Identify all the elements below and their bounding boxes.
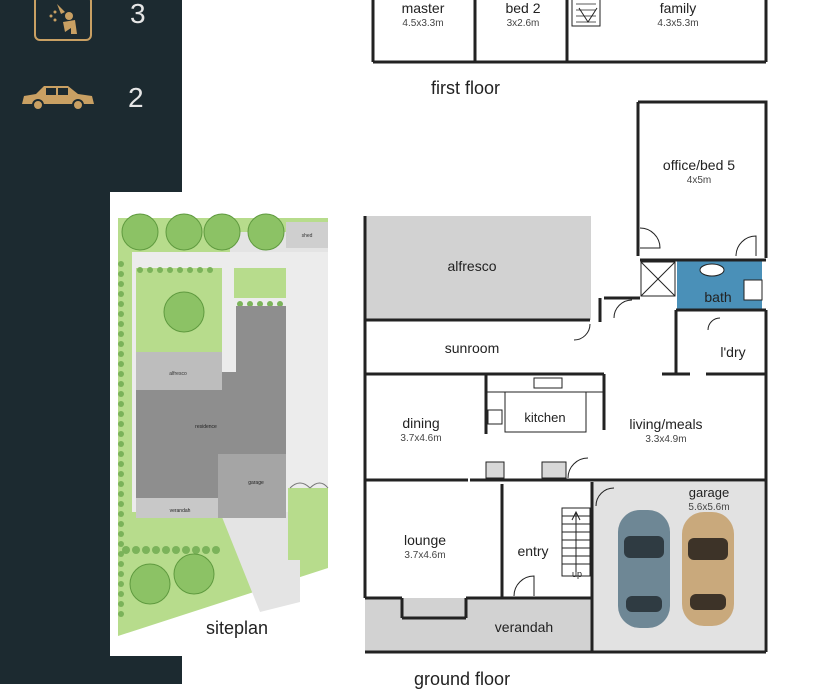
trees <box>121 213 285 605</box>
carspaces-count: 2 <box>128 82 144 113</box>
room-living: living/meals 3.3x4.9m <box>610 416 722 445</box>
room-kitchen: kitchen <box>512 410 578 425</box>
room-laundry: l'dry <box>712 344 754 360</box>
first-floor-title: first floor <box>431 78 501 98</box>
garage-label: garage <box>248 480 264 486</box>
bathrooms-count: 3 <box>130 0 146 29</box>
verandah-roof <box>136 498 218 518</box>
stairs <box>561 507 591 577</box>
alfresco-label: alfresco <box>169 371 187 377</box>
room-dining-dim: 3.7x4.6m <box>400 433 442 444</box>
room-bed2-dim: 3x2.6m <box>506 18 540 29</box>
shower-icon <box>34 0 92 41</box>
room-family-dim: 4.3x5.3m <box>657 18 699 29</box>
room-lounge-dim: 3.7x4.6m <box>404 550 446 561</box>
room-garage-name: garage <box>688 485 730 500</box>
room-lounge: lounge 3.7x4.6m <box>390 532 460 561</box>
room-family-name: family <box>659 0 697 16</box>
car-icon <box>22 86 94 111</box>
stairs-up-label: up <box>566 569 588 579</box>
room-office-dim: 4x5m <box>686 175 712 186</box>
room-bed2: bed 2 3x2.6m <box>480 0 566 29</box>
siteplan-drawing: shed alfresco residence garage verandah <box>118 213 329 636</box>
room-alfresco-name: alfresco <box>447 258 497 274</box>
siteplan-card: shed alfresco residence garage verandah … <box>110 192 342 656</box>
room-family: family 4.3x5.3m <box>628 0 728 29</box>
room-lounge-name: lounge <box>403 532 447 548</box>
room-kitchen-name: kitchen <box>524 410 566 425</box>
room-garage-dim: 5.6x5.6m <box>688 502 730 513</box>
room-master: master 4.5x3.3m <box>380 0 466 29</box>
room-office: office/bed 5 4x5m <box>644 157 754 186</box>
shed <box>286 222 328 248</box>
room-laundry-name: l'dry <box>720 344 746 360</box>
siteplan-title: siteplan <box>206 618 269 638</box>
room-bed2-name: bed 2 <box>505 0 541 16</box>
room-sunroom-name: sunroom <box>444 340 500 356</box>
room-living-dim: 3.3x4.9m <box>645 434 687 445</box>
verandah-label: verandah <box>170 508 191 514</box>
stairs-up-text: up <box>571 569 582 579</box>
room-garage: garage 5.6x5.6m <box>666 485 752 513</box>
garage-cars <box>618 510 734 628</box>
hedge <box>118 261 283 617</box>
room-entry: entry <box>508 543 558 559</box>
residence-label: residence <box>195 424 217 430</box>
room-office-name: office/bed 5 <box>662 157 736 173</box>
room-bath: bath <box>696 289 740 305</box>
room-verandah: verandah <box>476 619 572 635</box>
room-entry-name: entry <box>517 543 549 559</box>
room-living-name: living/meals <box>629 416 703 432</box>
room-alfresco: alfresco <box>420 258 524 274</box>
room-master-name: master <box>401 0 445 16</box>
room-dining-name: dining <box>402 415 440 431</box>
shed-label: shed <box>302 233 313 239</box>
room-sunroom: sunroom <box>430 340 514 356</box>
room-verandah-name: verandah <box>494 619 554 635</box>
room-master-dim: 4.5x3.3m <box>402 18 444 29</box>
room-dining: dining 3.7x4.6m <box>386 415 456 444</box>
room-bath-name: bath <box>704 289 732 305</box>
ground-floor-title: ground floor <box>414 669 511 689</box>
garage-roof <box>218 454 286 518</box>
alfresco-roof <box>136 352 222 390</box>
